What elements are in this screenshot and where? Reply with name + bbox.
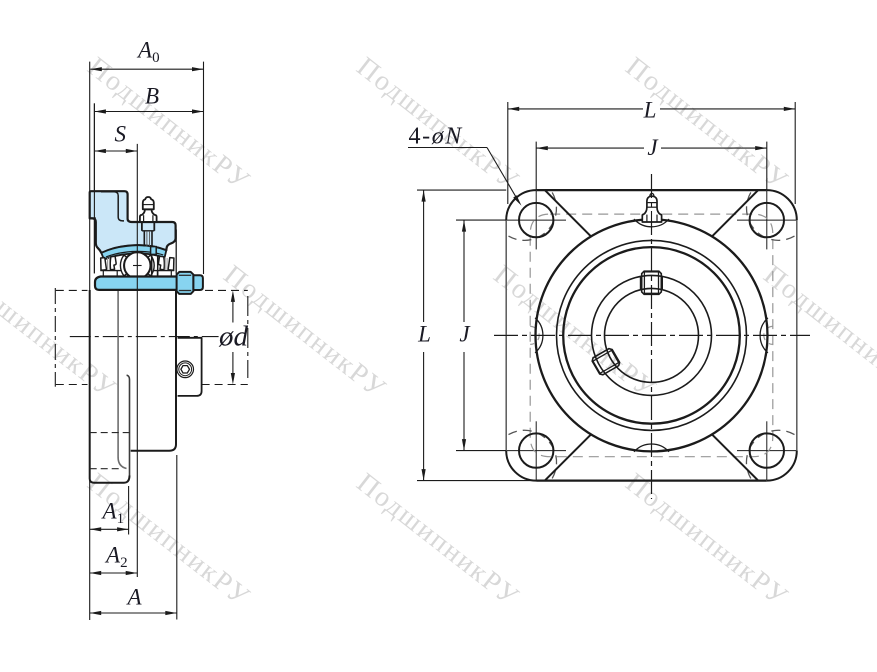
- svg-text:S: S: [115, 122, 127, 147]
- svg-text:B: B: [145, 83, 159, 108]
- svg-text:L: L: [643, 98, 657, 123]
- svg-text:A: A: [126, 585, 143, 610]
- svg-text:J: J: [459, 322, 471, 347]
- svg-text:J: J: [647, 135, 659, 160]
- svg-text:ød: ød: [218, 321, 249, 353]
- svg-text:4-øN: 4-øN: [409, 124, 464, 150]
- svg-text:L: L: [417, 322, 431, 347]
